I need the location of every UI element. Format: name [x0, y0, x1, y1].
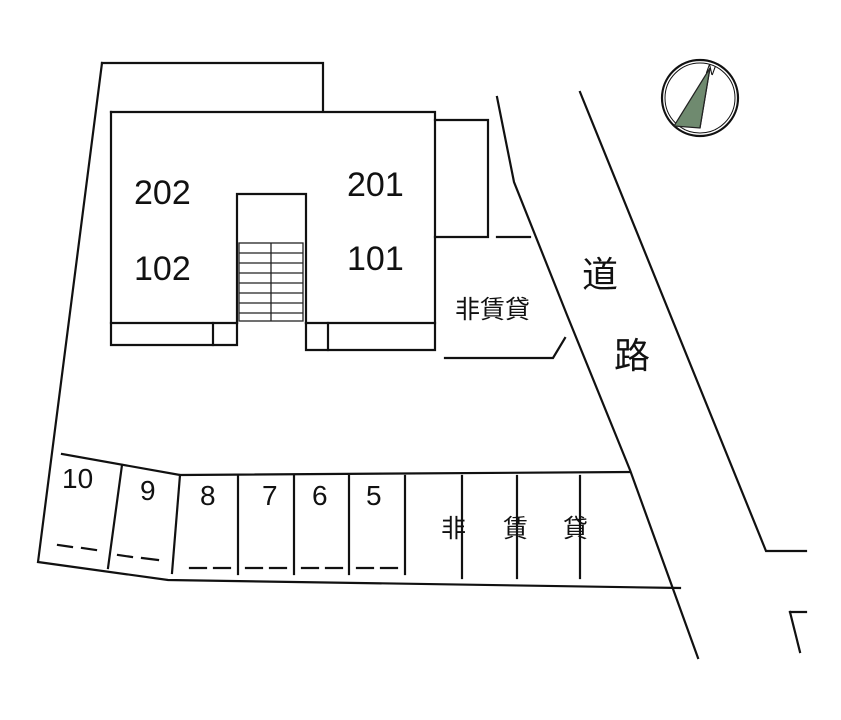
- stairs-icon: [238, 242, 304, 322]
- parking-space-10: 10: [62, 463, 93, 494]
- road-edges: [495, 90, 808, 660]
- annex: [433, 118, 532, 239]
- room-201-label: 201: [347, 166, 404, 204]
- road-label-1: 道: [582, 255, 618, 296]
- not-for-rent-label: 非賃貸: [455, 295, 530, 324]
- parking-not-for-rent-2: 賃: [503, 514, 528, 543]
- parking-space-8: 8: [200, 480, 216, 511]
- parking-dashes: [56, 543, 399, 570]
- parking-space-7: 7: [262, 480, 278, 511]
- room-202-label: 202: [134, 174, 191, 212]
- room-102-label: 102: [134, 250, 191, 288]
- property-boundary: [36, 61, 682, 590]
- road-label-2: 路: [614, 336, 650, 377]
- parking-lot: [56, 452, 632, 580]
- parking-not-for-rent-1: 非: [441, 514, 466, 543]
- not-for-rent-marker: [443, 336, 567, 360]
- parking-space-9: 9: [140, 475, 156, 506]
- north-arrow-icon: N: [660, 58, 740, 138]
- parking-not-for-rent-3: 貸: [563, 514, 588, 543]
- building: [109, 110, 437, 352]
- parking-space-5: 5: [366, 480, 382, 511]
- room-101-label: 101: [347, 240, 404, 278]
- parking-space-6: 6: [312, 480, 328, 511]
